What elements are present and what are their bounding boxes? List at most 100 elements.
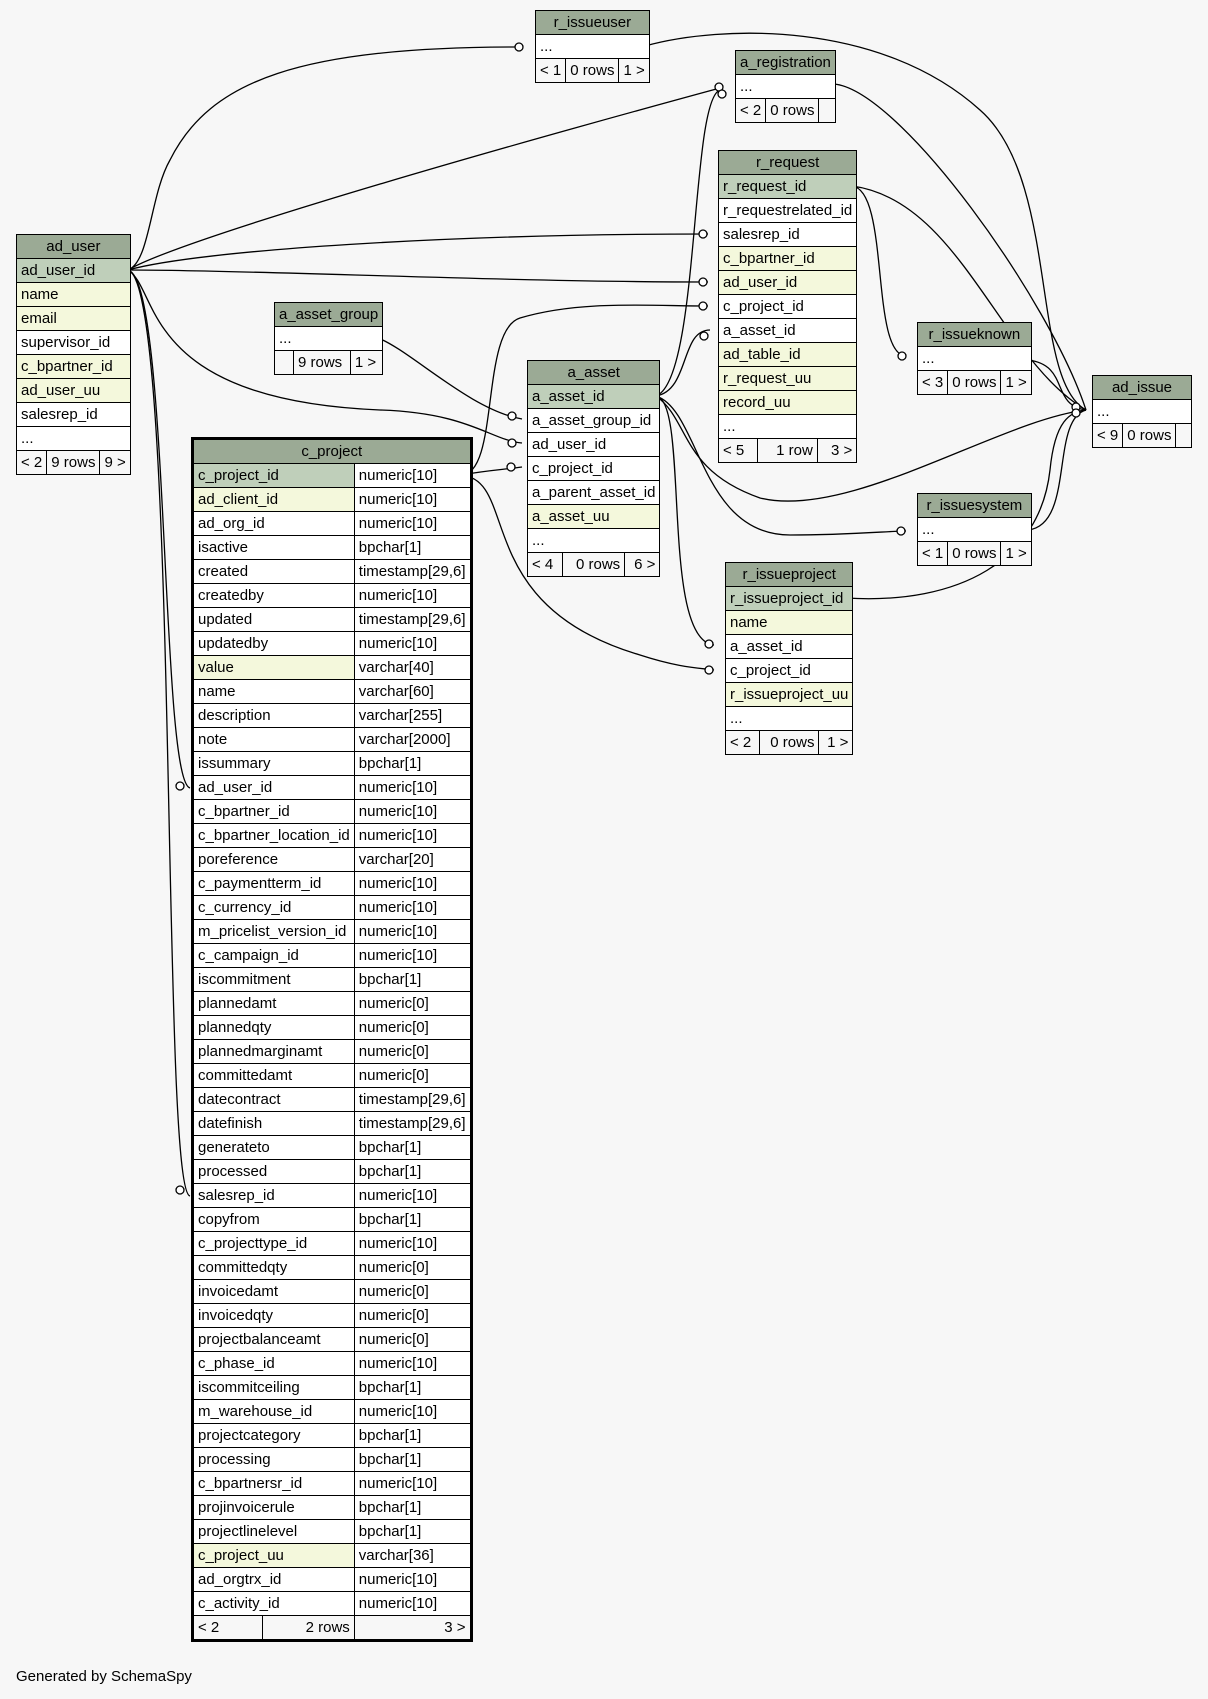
nav-prev[interactable]: < 2 (734, 98, 767, 123)
table-row[interactable]: a_asset_id (717, 318, 858, 343)
table-a_asset_group[interactable]: a_asset_group ... 9 rows 1 > (273, 302, 384, 375)
table-row[interactable]: ... (735, 74, 836, 99)
table-row[interactable]: ad_user_id (526, 432, 661, 457)
table-title[interactable]: r_issuesystem (917, 493, 1032, 518)
column-name[interactable]: c_campaign_id (193, 943, 355, 968)
table-row[interactable]: email (16, 306, 131, 331)
table-row[interactable]: ad_user_id (717, 270, 858, 295)
table-ad_issue[interactable]: ad_issue ... < 9 0 rows (1091, 375, 1192, 448)
nav-next[interactable]: 1 > (1000, 370, 1032, 395)
nav-prev[interactable]: < 1 (916, 541, 949, 566)
column-name[interactable]: issummary (193, 751, 355, 776)
column-name[interactable]: projectlinelevel (193, 1519, 355, 1544)
table-row[interactable]: ... (273, 326, 384, 351)
table-row[interactable]: a_asset_id (724, 634, 854, 659)
table-a_registration[interactable]: a_registration ... < 2 0 rows (734, 50, 836, 123)
table-r_issueknown[interactable]: r_issueknown ... < 3 0 rows 1 > (916, 322, 1032, 395)
table-row[interactable]: salesrep_id (717, 222, 858, 247)
column-name[interactable]: m_warehouse_id (193, 1399, 355, 1424)
table-title[interactable]: r_issueuser (535, 10, 650, 35)
table-row[interactable]: ... (724, 706, 854, 731)
table-row[interactable]: supervisor_id (16, 330, 131, 355)
table-title[interactable]: r_issueknown (917, 322, 1032, 347)
column-name[interactable]: invoicedamt (193, 1279, 355, 1304)
column-name[interactable]: salesrep_id (193, 1183, 355, 1208)
nav-next[interactable]: 6 > (624, 552, 661, 577)
nav-prev[interactable]: < 2 (15, 450, 48, 475)
table-row[interactable]: a_parent_asset_id (526, 480, 661, 505)
column-name[interactable]: created (193, 559, 355, 584)
column-name[interactable]: ad_org_id (193, 511, 355, 536)
column-name[interactable]: processing (193, 1447, 355, 1472)
column-name[interactable]: c_bpartner_id (193, 799, 355, 824)
nav-next[interactable] (818, 98, 836, 123)
table-row[interactable]: c_project_id (717, 294, 858, 319)
column-name[interactable]: c_project_uu (193, 1543, 355, 1568)
table-r_issueproject[interactable]: r_issueproject r_issueproject_id name a_… (724, 562, 854, 755)
table-row[interactable]: name (724, 610, 854, 635)
column-name[interactable]: updated (193, 607, 355, 632)
table-row[interactable]: name (16, 282, 131, 307)
column-name[interactable]: name (193, 679, 355, 704)
column-name[interactable]: description (193, 703, 355, 728)
table-title[interactable]: r_issueproject (724, 562, 854, 587)
column-name[interactable]: iscommitment (193, 967, 355, 992)
column-name[interactable]: iscommitceiling (193, 1375, 355, 1400)
column-name[interactable]: ad_user_id (193, 775, 355, 800)
column-name[interactable]: m_pricelist_version_id (193, 919, 355, 944)
table-row[interactable]: ... (1092, 399, 1192, 424)
table-r_issueuser[interactable]: r_issueuser ... < 1 0 rows 1 > (534, 10, 650, 83)
column-name[interactable]: c_bpartnersr_id (193, 1471, 355, 1496)
table-title[interactable]: ad_issue (1092, 375, 1192, 400)
table-title[interactable]: a_registration (735, 50, 836, 75)
column-name[interactable]: c_paymentterm_id (193, 871, 355, 896)
table-row[interactable]: ad_table_id (717, 342, 858, 367)
nav-prev[interactable]: < 4 (526, 552, 564, 577)
column-name[interactable]: createdby (193, 583, 355, 608)
nav-next[interactable]: 1 > (349, 350, 384, 375)
column-name[interactable]: projectbalanceamt (193, 1327, 355, 1352)
table-row[interactable]: ... (917, 517, 1032, 542)
table-row[interactable]: ... (917, 346, 1032, 371)
table-title[interactable]: a_asset (526, 360, 661, 385)
table-row[interactable]: r_request_id (717, 174, 858, 199)
column-name[interactable]: c_project_id (193, 463, 355, 488)
nav-prev[interactable]: < 9 (1091, 423, 1124, 448)
column-name[interactable]: invoicedqty (193, 1303, 355, 1328)
column-name[interactable]: updatedby (193, 631, 355, 656)
table-a_asset[interactable]: a_asset a_asset_id a_asset_group_id ad_u… (526, 360, 661, 577)
table-row[interactable]: ... (535, 34, 650, 59)
column-name[interactable]: c_projecttype_id (193, 1231, 355, 1256)
column-name[interactable]: processed (193, 1159, 355, 1184)
table-row[interactable]: salesrep_id (16, 402, 131, 427)
nav-next[interactable]: 1 > (618, 58, 650, 83)
column-name[interactable]: note (193, 727, 355, 752)
nav-prev[interactable]: < 3 (916, 370, 949, 395)
nav-next[interactable]: 1 > (1000, 541, 1032, 566)
